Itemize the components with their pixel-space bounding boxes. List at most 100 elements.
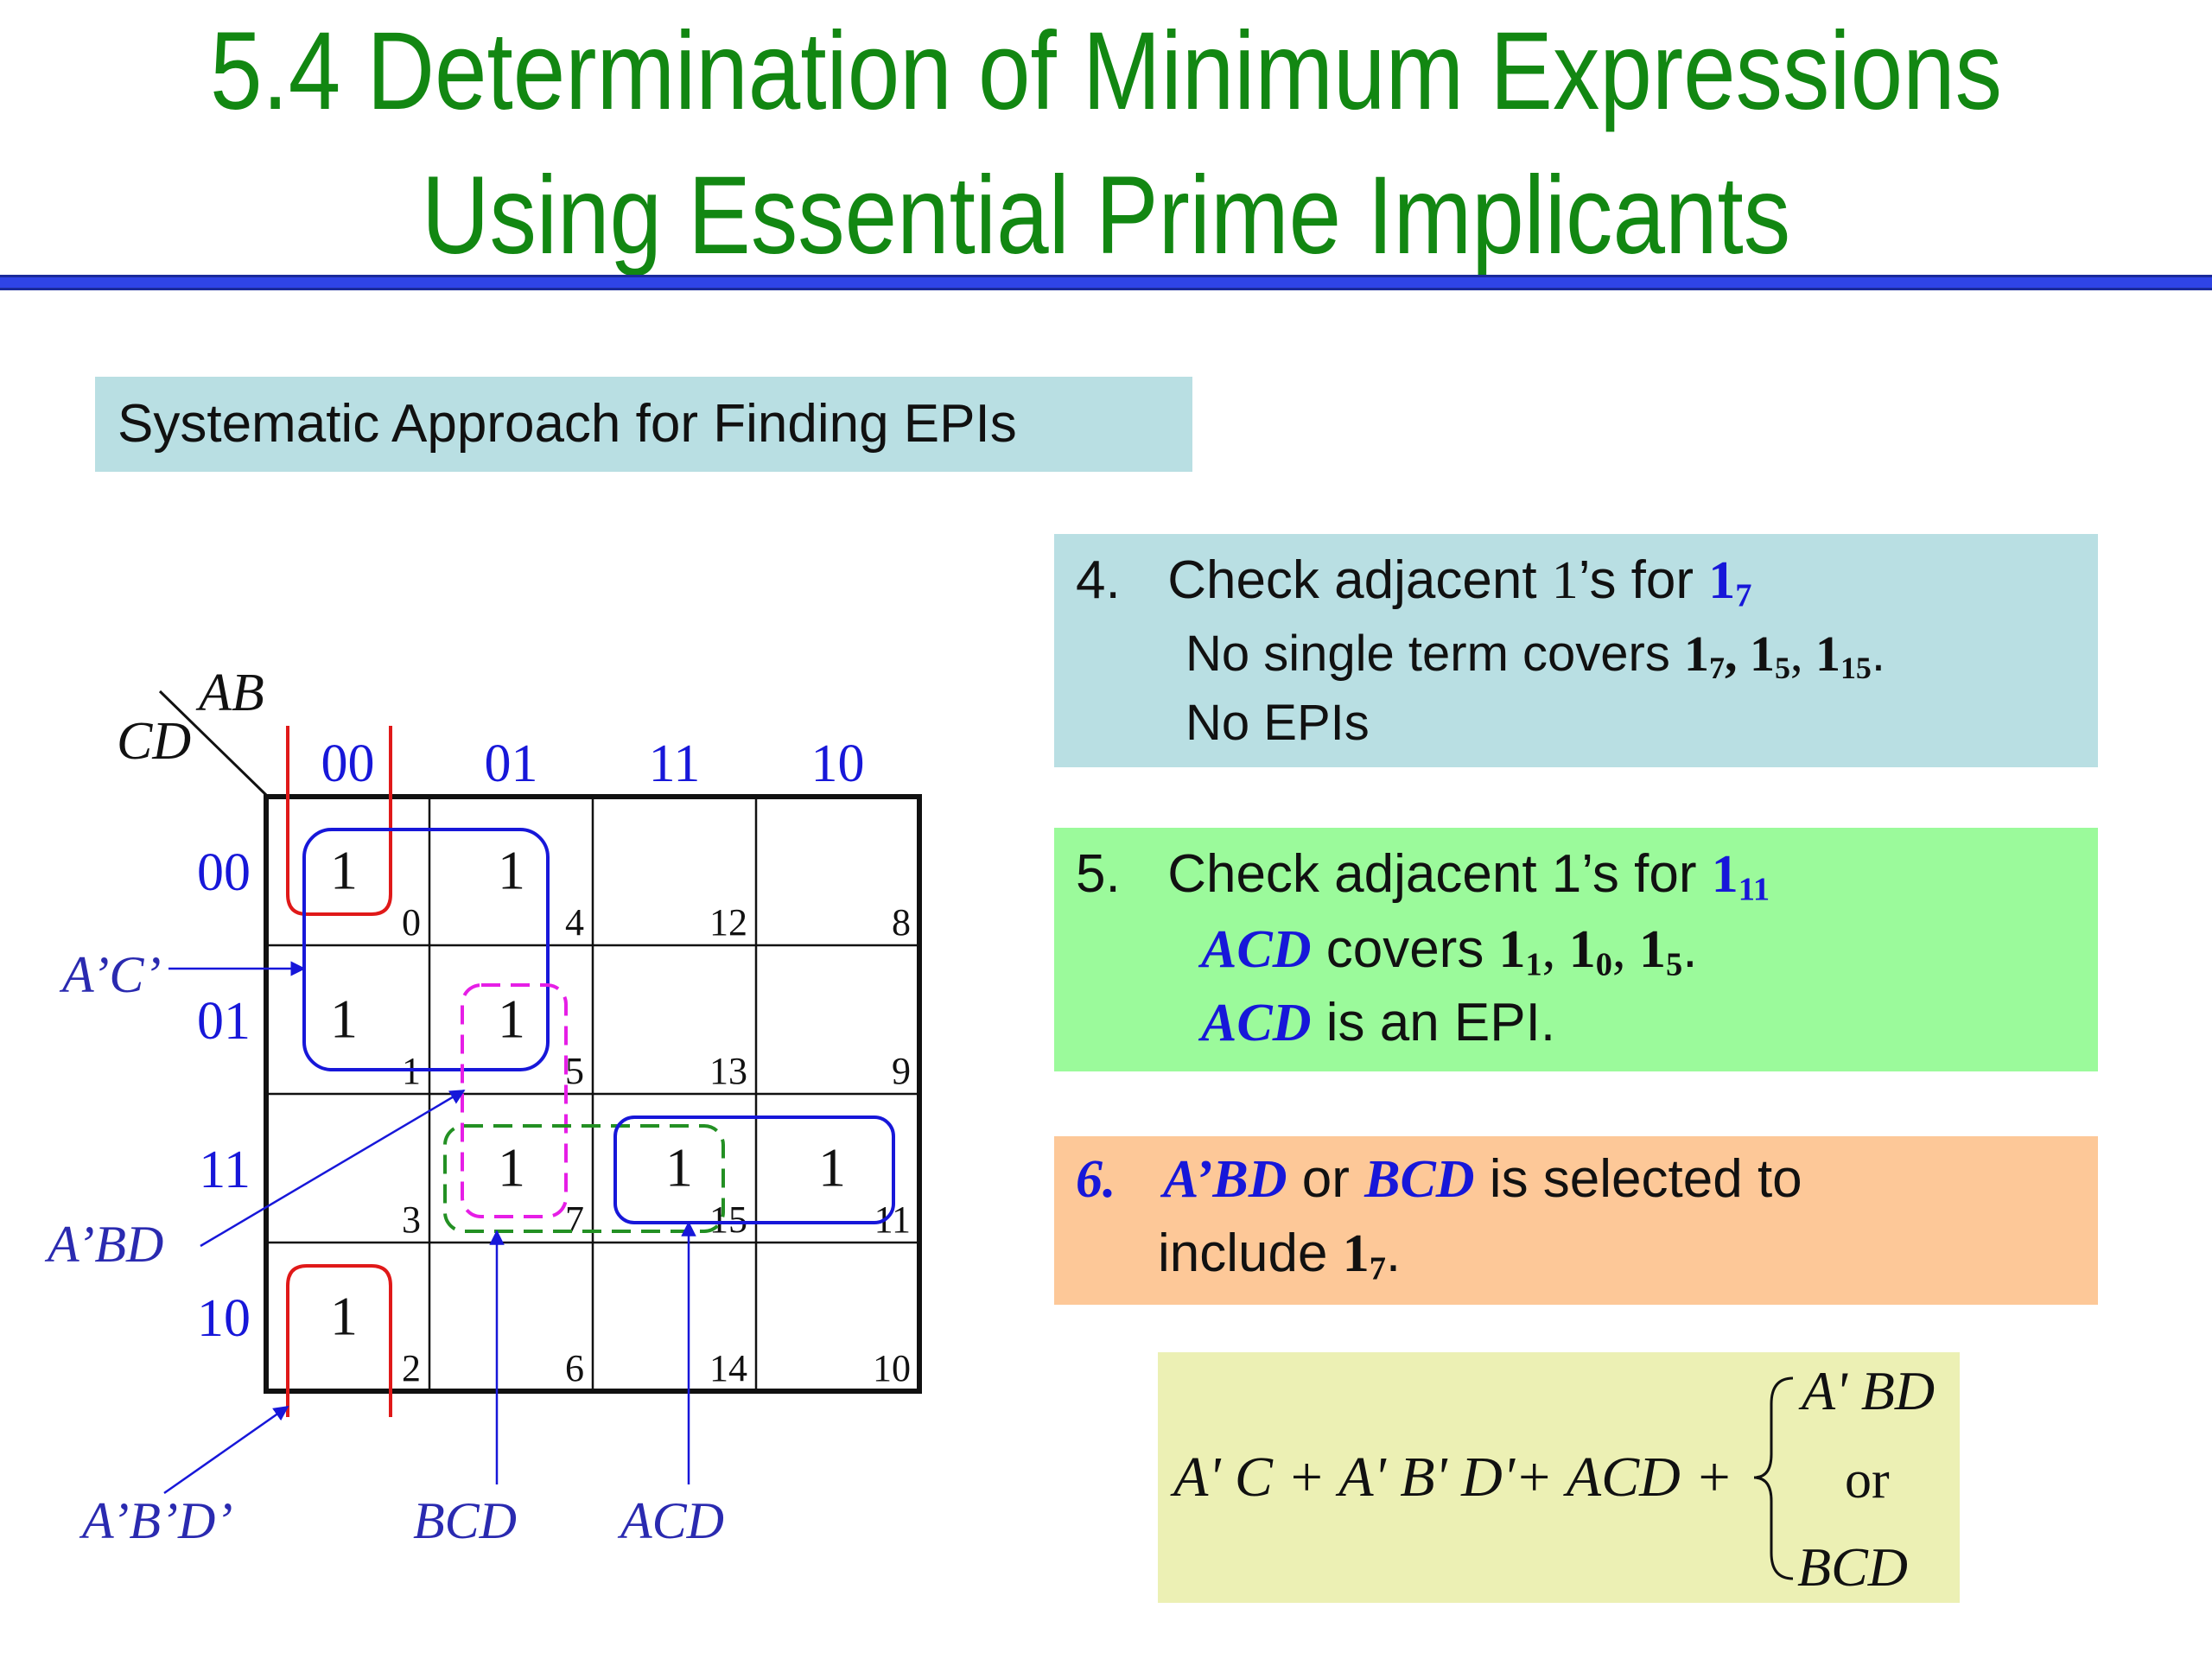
step-4-target-sub: 7 xyxy=(1735,577,1752,614)
step-5-cover-3-value: 1 xyxy=(1638,920,1666,979)
title-line-1: 5.4 Determination of Minimum Expressions xyxy=(209,10,2003,133)
col-variable-label: CD xyxy=(117,712,191,771)
step-5-end: . xyxy=(1682,919,1698,979)
step-4-cover-1-sub: 7 xyxy=(1708,650,1725,685)
loop-ac xyxy=(302,828,550,1071)
subtitle-box: Systematic Approach for Finding EPIs xyxy=(95,377,1192,472)
step-4-line-2: No single term covers 17, 15, 115. xyxy=(1185,625,1885,686)
step-5-term: ACD xyxy=(1201,920,1312,979)
map-grid xyxy=(264,794,922,1394)
title-line-2: Using Essential Prime Implicants xyxy=(421,154,1791,277)
step-5-line-3: ACD is an EPI. xyxy=(1201,992,1555,1054)
loop-acd xyxy=(613,1116,895,1224)
step-5-box: 5. Check adjacent 1’s for 111 ACD covers… xyxy=(1054,828,2098,1071)
equation-top: A' BD xyxy=(1798,1360,1935,1421)
cell-value: 1 xyxy=(665,1137,693,1198)
step-4-box: 4. Check adjacent 1’s for 17 No single t… xyxy=(1054,534,2098,767)
step-5-sep-1: , xyxy=(1541,920,1569,979)
step-5-cover-3-sub: 5 xyxy=(1665,946,1683,983)
step-5-term-2: ACD xyxy=(1201,994,1312,1052)
minterm-number: 4 xyxy=(565,901,584,944)
step-6-number: 6. xyxy=(1076,1150,1116,1209)
step-4-cover-3-value: 1 xyxy=(1815,626,1840,682)
cell-value: 1 xyxy=(818,1137,846,1198)
result-equation: A' C + A' B' D'+ ACD + A' BD or BCD xyxy=(1170,1360,1935,1598)
cell-value: 1 xyxy=(498,1137,525,1198)
step-5-cover-2: 10 xyxy=(1568,920,1612,983)
row-variable-label: AB xyxy=(195,664,264,722)
step-5-cover-1-value: 1 xyxy=(1498,920,1526,979)
cell-values: 1 1 1 1 1 1 1 1 xyxy=(330,840,846,1347)
minterm-number: 12 xyxy=(709,901,747,944)
step-4-target-value: 1 xyxy=(1708,551,1736,610)
equation-brace xyxy=(1753,1376,1794,1580)
step-6-term-1: A’BD xyxy=(1162,1150,1287,1209)
step-6-line-2: include 17. xyxy=(1158,1223,1401,1288)
step-4-cover-3: 115 xyxy=(1815,626,1872,685)
step-6-or: or xyxy=(1287,1149,1365,1209)
loop-red-bottom xyxy=(286,1264,392,1417)
step-4-line-1: 4. Check adjacent 1’s for 17 xyxy=(1076,550,1751,615)
column-header: 01 xyxy=(485,734,538,793)
column-header: 10 xyxy=(811,734,865,793)
cell-value: 1 xyxy=(330,1286,358,1347)
cell-value: 1 xyxy=(498,988,525,1050)
step-5-line-2: ACD covers 11, 10, 15. xyxy=(1201,918,1697,984)
step-4-text-2: ’s for xyxy=(1578,550,1709,610)
label-abd-bar: A’B’D’ xyxy=(79,1492,232,1549)
step-4-cover-1: 17 xyxy=(1683,626,1725,685)
step-6-include: include xyxy=(1158,1224,1343,1283)
equation-bottom: BCD xyxy=(1797,1536,1908,1598)
step-5-line-1: 5. Check adjacent 1’s for 111 xyxy=(1076,843,1770,909)
cell-value: 1 xyxy=(330,988,358,1050)
arrow-abd-bar xyxy=(163,1405,289,1495)
step-6-target: 17 xyxy=(1342,1224,1386,1287)
loop-bcd xyxy=(443,1124,725,1233)
label-abd: A’BD xyxy=(44,1216,163,1273)
step-6-target-value: 1 xyxy=(1342,1224,1370,1283)
cell-value: 1 xyxy=(330,840,358,901)
corner-diagonal xyxy=(158,690,268,797)
row-header: 00 xyxy=(197,843,251,902)
step-4-sep-1: , xyxy=(1724,626,1750,682)
step-5-cover-2-value: 1 xyxy=(1568,920,1596,979)
minterm-number: 15 xyxy=(709,1198,747,1241)
step-4-target: 17 xyxy=(1708,551,1751,614)
minterm-number: 0 xyxy=(402,901,421,944)
step-4-covers-text: No single term covers xyxy=(1185,626,1684,682)
loop-red-top xyxy=(286,726,392,916)
step-5-target-sub: 11 xyxy=(1738,871,1770,908)
result-equation-box: A' C + A' B' D'+ ACD + A' BD or BCD xyxy=(1158,1352,1960,1603)
minterm-number: 10 xyxy=(873,1347,911,1389)
title-rule xyxy=(0,275,2212,290)
step-6-box: 6. A’BD or BCD is selected to include 17… xyxy=(1054,1136,2098,1305)
minterm-number: 3 xyxy=(402,1198,421,1241)
step-6-line-1: 6. A’BD or BCD is selected to xyxy=(1076,1148,1802,1211)
step-5-cover-3: 15 xyxy=(1638,920,1682,983)
step-4-cover-2: 15 xyxy=(1750,626,1790,685)
step-5-number: 5. xyxy=(1076,844,1121,904)
step-5-text: Check adjacent 1’s for xyxy=(1167,844,1712,904)
step-5-target: 111 xyxy=(1712,845,1770,908)
row-header: 10 xyxy=(197,1289,251,1348)
cell-value: 1 xyxy=(498,840,525,901)
minterm-number: 14 xyxy=(709,1347,747,1389)
minterm-number: 13 xyxy=(709,1050,747,1092)
step-6-rest: is selected to xyxy=(1474,1149,1802,1209)
minterm-number: 7 xyxy=(565,1198,584,1241)
minterm-number: 9 xyxy=(892,1050,911,1092)
step-6-target-sub: 7 xyxy=(1369,1250,1386,1287)
label-ac: A’C’ xyxy=(59,946,161,1003)
step-4-line-3: No EPIs xyxy=(1185,695,1370,751)
step-5-sep-2: , xyxy=(1611,920,1639,979)
step-4-sep-2: , xyxy=(1789,626,1815,682)
step-4-cover-2-sub: 5 xyxy=(1774,650,1790,685)
minterm-number: 8 xyxy=(892,901,911,944)
step-6-term-2: BCD xyxy=(1364,1150,1475,1209)
row-header: 01 xyxy=(197,992,251,1051)
step-4-cover-1-value: 1 xyxy=(1683,626,1709,682)
arrow-abd xyxy=(200,1089,466,1248)
